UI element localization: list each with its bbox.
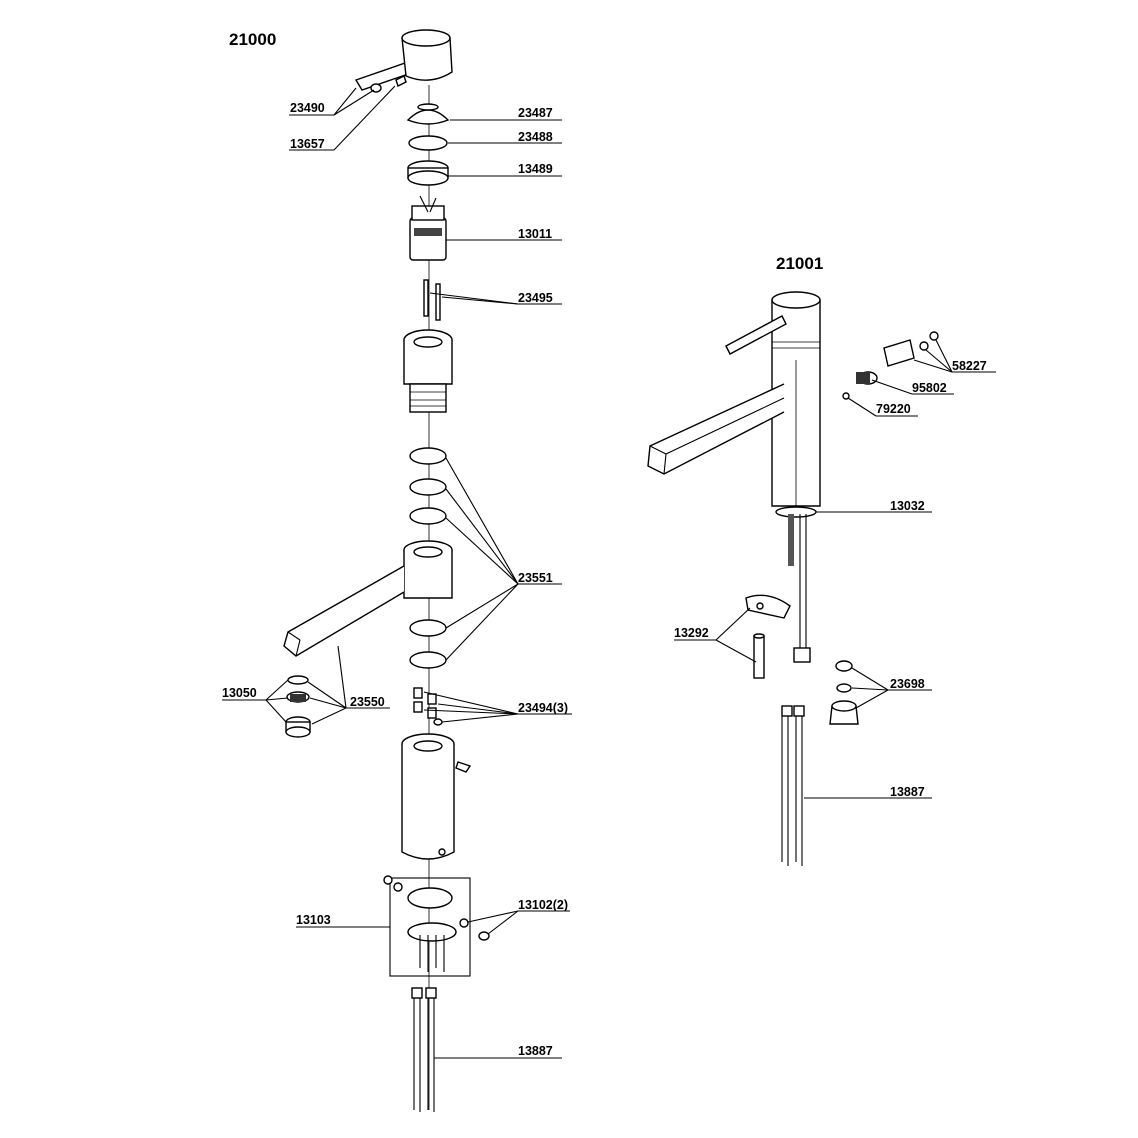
part-label: 23494(3)	[518, 701, 568, 715]
part-label: 23551	[518, 571, 553, 585]
o-ring	[409, 478, 447, 496]
base-body	[401, 733, 472, 860]
assembly-21000: 23490 13657 23487 23488 13489 13011 2349…	[222, 29, 572, 1112]
screw	[423, 279, 429, 317]
supply-hoses	[411, 987, 437, 1112]
part-label: 23488	[518, 130, 553, 144]
part-label: 13887	[518, 1044, 553, 1058]
cartridge	[409, 195, 447, 261]
mounting-bracket	[745, 594, 791, 679]
part-label: 23495	[518, 291, 553, 305]
part-label: 95802	[912, 381, 947, 395]
supply-hoses	[781, 705, 805, 866]
part-label: 13657	[290, 137, 325, 151]
part-label: 13292	[674, 626, 709, 640]
threaded-rod	[775, 506, 817, 663]
leader-lines-21000	[222, 85, 572, 1059]
o-ring	[409, 447, 447, 465]
part-labels-21000: 23490 13657 23487 23488 13489 13011 2349…	[222, 101, 568, 1058]
part-label: 23698	[890, 677, 925, 691]
o-ring	[409, 619, 447, 637]
part-label: 23490	[290, 101, 325, 115]
part-label: 13011	[518, 227, 552, 241]
side-fittings	[842, 331, 939, 400]
part-label: 13489	[518, 162, 553, 176]
screw	[435, 283, 441, 321]
washer-nut-set	[829, 660, 859, 725]
part-label: 13050	[222, 686, 257, 700]
part-labels-21001: 58227 95802 79220 13032 13292 23698 1388…	[674, 359, 987, 799]
leader-lines-21001	[674, 339, 996, 799]
faucet-body	[647, 291, 821, 507]
part-label: 23487	[518, 106, 553, 120]
body-upper	[403, 329, 453, 413]
o-ring	[408, 135, 448, 151]
dome-cap	[406, 109, 450, 125]
mounting-kit	[383, 875, 490, 977]
threaded-ring	[407, 160, 449, 186]
model-number-21000: 21000	[229, 30, 277, 49]
model-number-21001: 21001	[776, 254, 824, 273]
part-label: 13103	[296, 913, 331, 927]
part-label: 79220	[876, 402, 911, 416]
spout	[283, 540, 453, 657]
part-label: 23550	[350, 695, 385, 709]
part-label: 13032	[890, 499, 925, 513]
part-label: 13102(2)	[518, 898, 568, 912]
o-ring	[409, 651, 447, 669]
part-label: 58227	[952, 359, 987, 373]
small-fittings	[413, 687, 443, 726]
assembly-21001: 58227 95802 79220 13032 13292 23698 1388…	[647, 291, 996, 866]
part-label: 13887	[890, 785, 925, 799]
o-ring	[409, 507, 447, 525]
handle-lever	[354, 29, 453, 93]
aerator	[285, 675, 311, 738]
